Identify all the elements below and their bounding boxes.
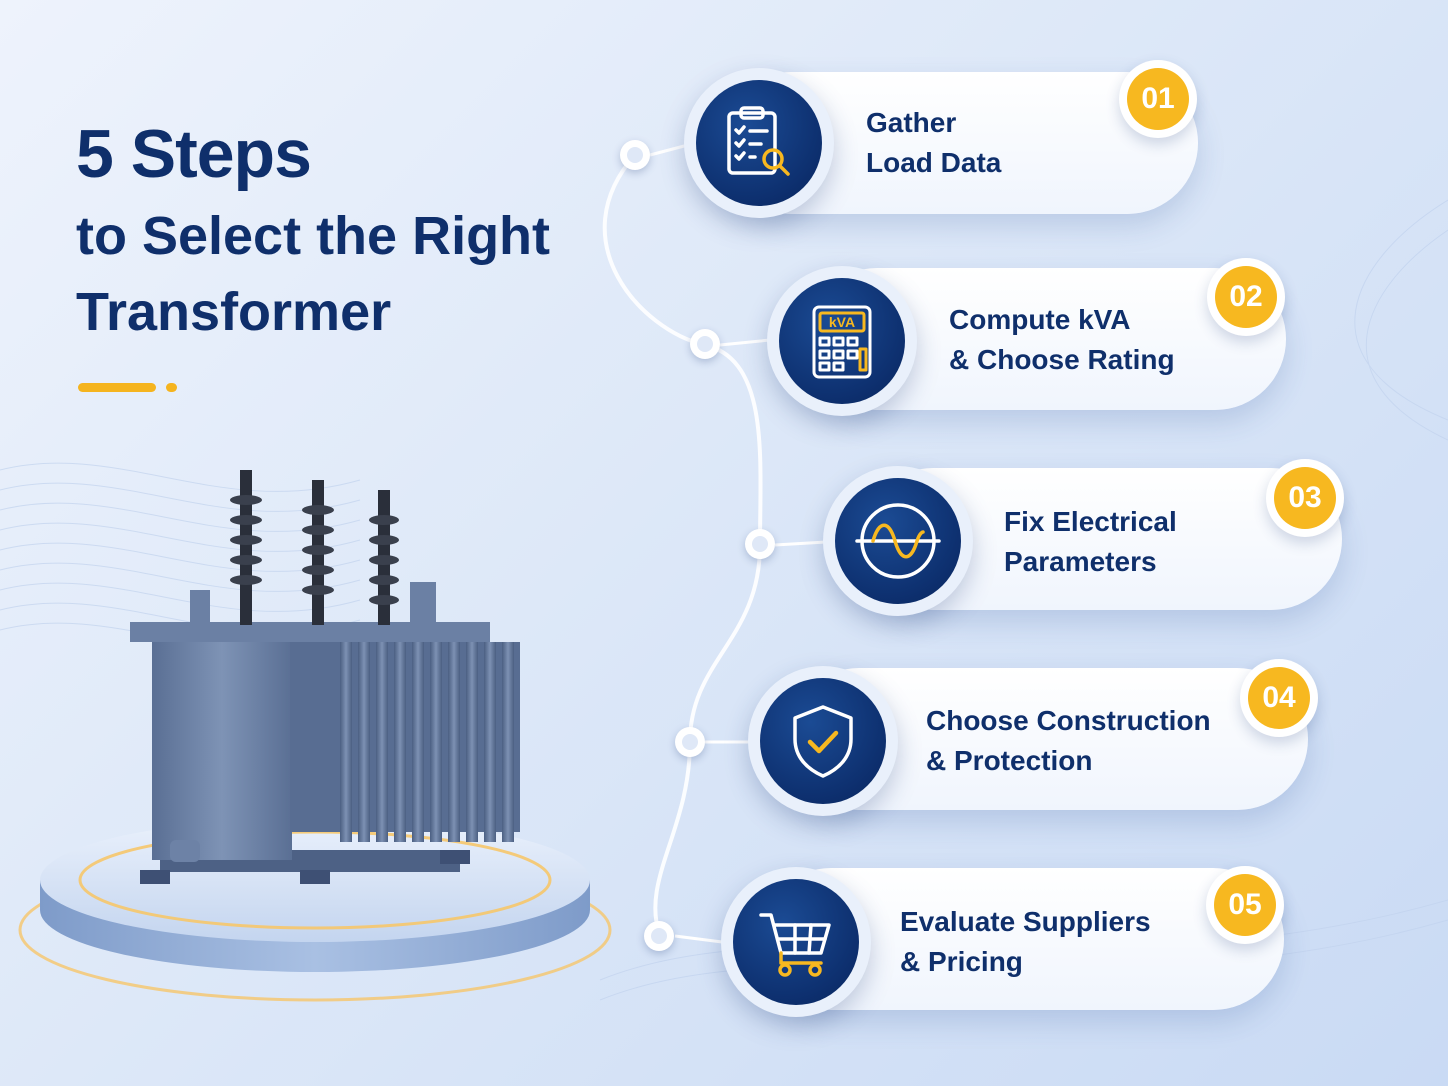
step-title-5-line1: Evaluate Suppliers (900, 906, 1151, 937)
step-number-4: 04 (1248, 667, 1310, 729)
step-title-4-line1: Choose Construction (926, 705, 1211, 736)
title-main: 5 Steps (76, 116, 312, 192)
step-title-2-line2: & Choose Rating (949, 344, 1175, 375)
step-badge-3: 03 (1266, 459, 1344, 537)
step-number-3: 03 (1274, 467, 1336, 529)
step-title-2-line1: Compute kVA (949, 304, 1131, 335)
kva-text: kVA (829, 314, 855, 330)
step-title-3-line1: Fix Electrical (1004, 506, 1177, 537)
step-icon-circle-3 (823, 466, 973, 616)
accent-dot (166, 383, 177, 392)
step-badge-2: 02 (1207, 258, 1285, 336)
step-icon-circle-4 (748, 666, 898, 816)
calculator-icon: kVA (812, 305, 872, 379)
step-label-2: Compute kVA & Choose Rating (949, 300, 1175, 380)
transformer-illustration (18, 470, 612, 1002)
sine-wave-icon (855, 503, 941, 579)
step-number-1: 01 (1127, 68, 1189, 130)
title-sub-1: to Select the Right (76, 206, 551, 266)
step-badge-4: 04 (1240, 659, 1318, 737)
step-icon-circle-5 (721, 867, 871, 1017)
clipboard-search-icon (727, 106, 790, 176)
step-icon-circle-1 (684, 68, 834, 218)
step-title-1-line2: Load Data (866, 147, 1002, 178)
step-title-5-line2: & Pricing (900, 946, 1023, 977)
step-badge-5: 05 (1206, 866, 1284, 944)
title-sub-2: Transformer (76, 282, 392, 342)
shopping-cart-icon (759, 913, 831, 977)
connector-node-2 (690, 329, 720, 359)
step-label-5: Evaluate Suppliers & Pricing (900, 902, 1151, 982)
step-title-3-line2: Parameters (1004, 546, 1157, 577)
step-label-1: Gather Load Data (866, 103, 1001, 183)
step-label-4: Choose Construction & Protection (926, 701, 1211, 781)
connector-node-1 (620, 140, 650, 170)
step-number-2: 02 (1215, 266, 1277, 328)
step-badge-1: 01 (1119, 60, 1197, 138)
shield-check-icon (793, 705, 853, 778)
step-label-3: Fix Electrical Parameters (1004, 502, 1177, 582)
step-title-4-line2: & Protection (926, 745, 1093, 776)
step-icon-circle-2: kVA (767, 266, 917, 416)
accent-underline (78, 383, 156, 392)
title-block: 5 Steps to Select the Right Transformer (76, 110, 550, 350)
step-number-5: 05 (1214, 874, 1276, 936)
connector-node-5 (644, 921, 674, 951)
step-title-1-line1: Gather (866, 107, 957, 138)
connector-node-4 (675, 727, 705, 757)
connector-node-3 (745, 529, 775, 559)
